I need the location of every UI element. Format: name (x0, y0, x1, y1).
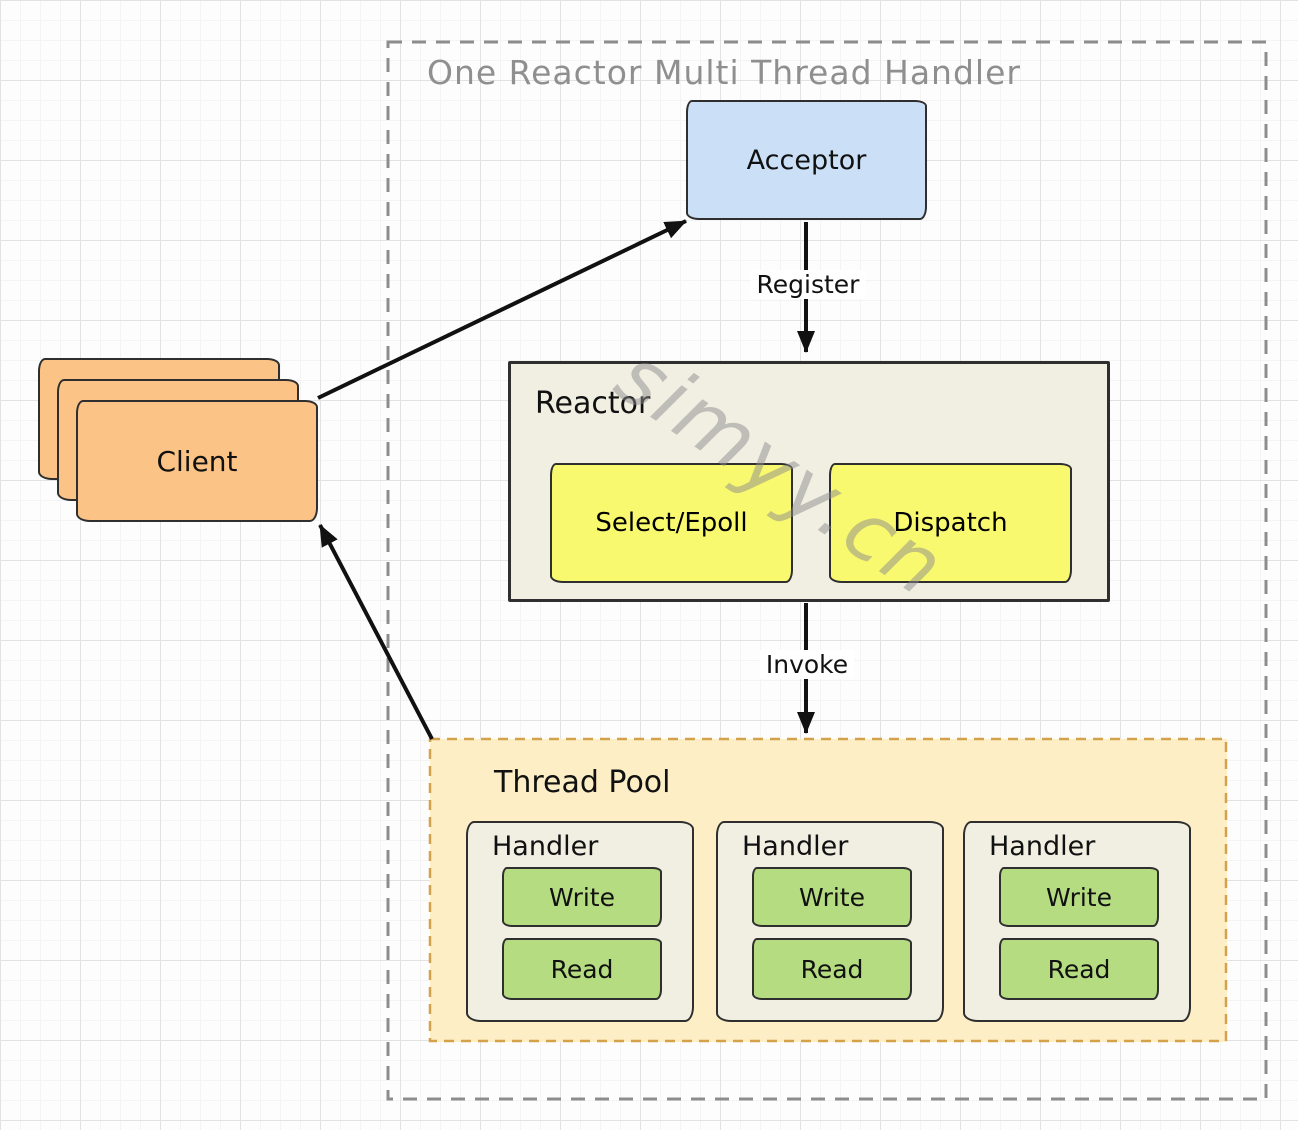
write-label: Write (548, 882, 615, 912)
handler-label: Handler (742, 831, 849, 862)
read-node: Read (999, 938, 1159, 1000)
register-edge-label: Register (750, 270, 866, 299)
client-label: Client (156, 444, 238, 478)
thread-pool-node: Thread Pool Handler Write Read Handler W… (430, 739, 1227, 1042)
write-node: Write (502, 867, 662, 927)
client-node: Client (76, 400, 318, 522)
handler-label: Handler (492, 831, 599, 862)
reactor-label: Reactor (535, 386, 651, 421)
write-node: Write (752, 867, 912, 927)
write-node: Write (999, 867, 1159, 927)
acceptor-label: Acceptor (746, 144, 867, 176)
write-label: Write (1045, 882, 1112, 912)
reactor-node: Reactor Select/Epoll Dispatch (508, 361, 1110, 602)
read-label: Read (550, 954, 614, 984)
thread-pool-label: Thread Pool (494, 765, 671, 800)
read-node: Read (752, 938, 912, 1000)
handler-label: Handler (989, 831, 1096, 862)
read-label: Read (1047, 954, 1111, 984)
read-node: Read (502, 938, 662, 1000)
handler-node-1: Handler Write Read (466, 821, 694, 1022)
select-epoll-label: Select/Epoll (595, 508, 748, 538)
diagram-title: One Reactor Multi Thread Handler (427, 53, 1021, 92)
dispatch-label: Dispatch (893, 508, 1008, 538)
handler-node-3: Handler Write Read (963, 821, 1191, 1022)
dispatch-node: Dispatch (829, 463, 1072, 583)
acceptor-node: Acceptor (686, 100, 927, 220)
invoke-edge-label: Invoke (759, 650, 855, 679)
read-label: Read (800, 954, 864, 984)
threadpool-to-client-arrow (318, 524, 434, 740)
write-label: Write (798, 882, 865, 912)
select-epoll-node: Select/Epoll (550, 463, 793, 583)
handler-node-2: Handler Write Read (716, 821, 944, 1022)
